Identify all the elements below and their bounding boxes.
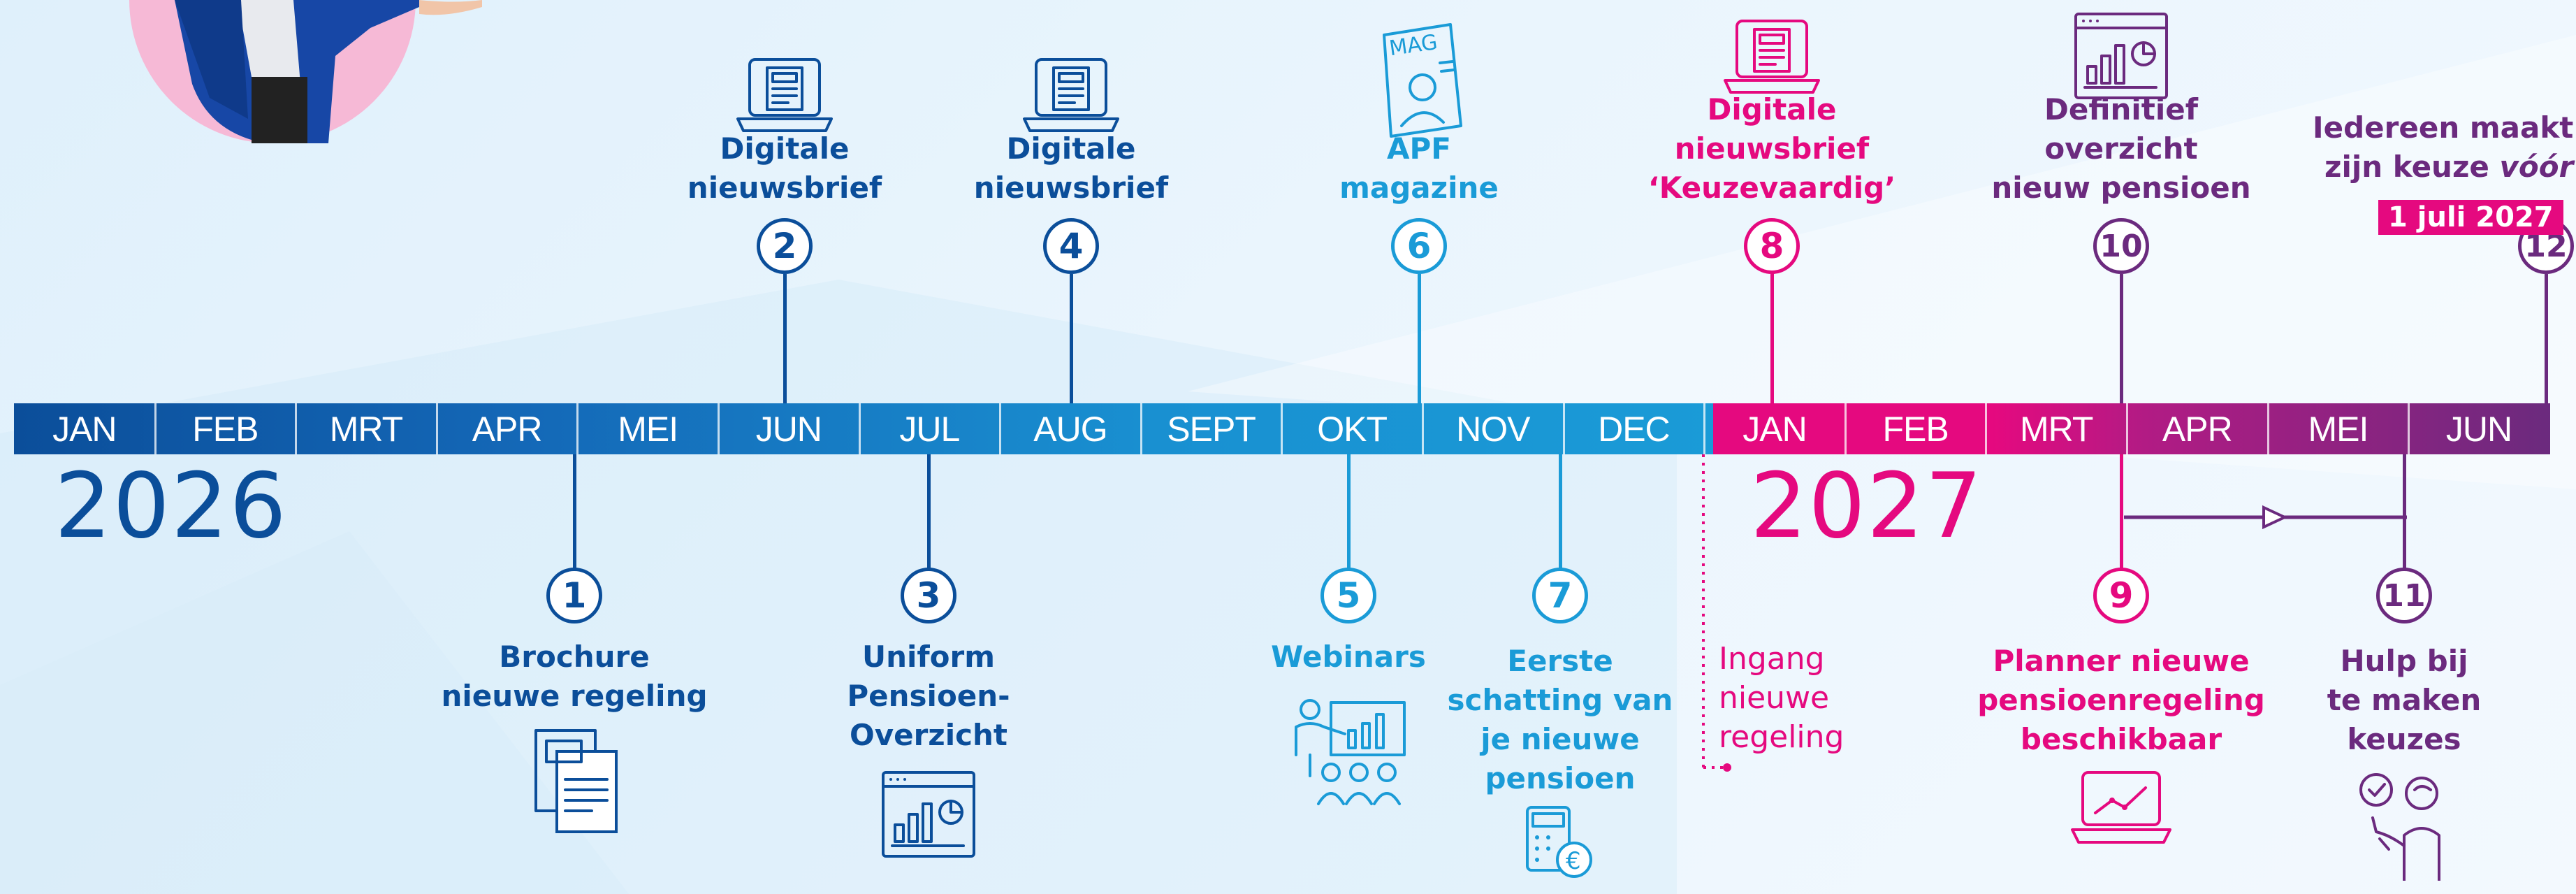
milestone-label: Digitale nieuwsbrief xyxy=(687,131,882,205)
milestone-label: APF magazine xyxy=(1339,131,1499,205)
milestone-label: Digitale nieuwsbrief xyxy=(973,131,1169,205)
month-separator xyxy=(1281,403,1283,454)
milestone-stem xyxy=(1070,274,1073,403)
month-label: MRT xyxy=(329,409,403,449)
milestone-stem xyxy=(2403,454,2406,596)
milestone-number: 6 xyxy=(1391,218,1447,274)
month-label: AUG xyxy=(1033,409,1107,449)
month-separator xyxy=(2266,403,2269,454)
milestone-stem xyxy=(573,454,576,596)
milestone-label-text: Iedereen maakt zijn keuze xyxy=(2313,110,2574,184)
arrow-10-to-11 xyxy=(2124,505,2407,530)
milestone-number: 1 xyxy=(546,568,602,623)
month-label: DEC xyxy=(1598,409,1671,449)
dashboard-chart-icon xyxy=(2072,10,2170,105)
milestone-stem xyxy=(1770,274,1774,403)
month-separator xyxy=(1844,403,1847,454)
milestone-label: Definitief overzicht nieuw pensioen xyxy=(1991,92,2251,205)
month-label: OKT xyxy=(1317,409,1388,449)
brochure-icon xyxy=(522,723,627,839)
milestone-label-emphasis: vóór xyxy=(2499,150,2574,184)
month-label: JUL xyxy=(899,409,960,449)
milestone-number: 2 xyxy=(757,218,813,274)
svg-text:€: € xyxy=(1566,847,1581,875)
month-separator xyxy=(435,403,438,454)
laptop-newsletter-icon xyxy=(732,52,837,143)
milestone-stem xyxy=(2120,454,2123,596)
month-label: NOV xyxy=(1456,409,1530,449)
month-label: JAN xyxy=(1742,409,1807,449)
year-label-2027: 2027 xyxy=(1750,454,1984,558)
month-separator xyxy=(295,403,298,454)
milestone-stem xyxy=(2545,274,2548,403)
month-separator xyxy=(718,403,720,454)
month-label: JUN xyxy=(2445,409,2512,449)
dashboard-chart-icon xyxy=(880,769,977,863)
month-separator xyxy=(1140,403,1142,454)
avatar-illustration xyxy=(129,0,482,143)
month-label: MEI xyxy=(2308,409,2368,449)
laptop-newsletter-icon xyxy=(1019,52,1123,143)
milestone-label: Hulp bij te maken keuzes xyxy=(2327,644,2482,756)
milestone-stem xyxy=(1347,454,1351,596)
month-separator xyxy=(1703,403,1706,454)
milestone-number: 4 xyxy=(1043,218,1099,274)
ingang-dotted-marker xyxy=(1702,454,1731,772)
month-separator xyxy=(576,403,579,454)
milestone-stem xyxy=(783,274,787,403)
month-separator xyxy=(1422,403,1424,454)
ingang-label: Ingang nieuwe regeling xyxy=(1719,641,1844,755)
milestone-number: 7 xyxy=(1532,568,1588,623)
month-label: JUN xyxy=(755,409,822,449)
month-separator xyxy=(2408,403,2410,454)
milestone-stem xyxy=(1418,274,1421,403)
svg-text:MAG: MAG xyxy=(1388,30,1439,61)
milestone-stem xyxy=(1559,454,1562,596)
month-label: FEB xyxy=(1882,409,1949,449)
month-separator xyxy=(154,403,157,454)
month-separator xyxy=(1985,403,1988,454)
magazine-icon: MAG xyxy=(1370,21,1468,143)
month-separator xyxy=(1562,403,1565,454)
milestone-label: Eerste schatting van je nieuwe pensioen xyxy=(1447,644,1673,795)
month-label: MEI xyxy=(618,409,678,449)
month-separator xyxy=(2126,403,2128,454)
milestone-label: Uniform Pensioen- Overzicht xyxy=(847,640,1010,752)
month-label: MRT xyxy=(2019,409,2093,449)
milestone-number: 10 xyxy=(2093,218,2149,274)
helper-person-icon xyxy=(2348,769,2460,884)
presentation-audience-icon xyxy=(1282,692,1415,814)
milestone-number: 11 xyxy=(2376,568,2432,623)
milestone-stem xyxy=(927,454,931,596)
deadline-badge: 1 juli 2027 xyxy=(2378,200,2563,235)
milestone-label: Webinars xyxy=(1271,640,1426,674)
milestone-stem xyxy=(2120,274,2123,403)
milestone-label: Iedereen maakt zijn keuze vóór xyxy=(2313,108,2573,187)
milestone-label: Digitale nieuwsbrief ‘Keuzevaardig’ xyxy=(1647,92,1896,205)
laptop-newsletter-icon xyxy=(1719,14,1824,105)
month-label: JAN xyxy=(52,409,117,449)
laptop-graph-icon xyxy=(2069,765,2174,853)
month-label: FEB xyxy=(192,409,259,449)
month-separator xyxy=(858,403,861,454)
month-label: SEPT xyxy=(1167,409,1256,449)
year-label-2026: 2026 xyxy=(54,454,288,558)
calculator-euro-icon: € xyxy=(1522,804,1599,884)
milestone-label: Planner nieuwe pensioenregeling beschikb… xyxy=(1977,644,2265,756)
month-label: APR xyxy=(2162,409,2233,449)
month-label: APR xyxy=(472,409,543,449)
milestone-number: 9 xyxy=(2093,568,2149,623)
milestone-number: 5 xyxy=(1320,568,1376,623)
milestone-number: 3 xyxy=(901,568,956,623)
milestone-label: Brochure nieuwe regeling xyxy=(441,640,708,713)
month-separator xyxy=(999,403,1002,454)
milestone-number: 8 xyxy=(1744,218,1800,274)
